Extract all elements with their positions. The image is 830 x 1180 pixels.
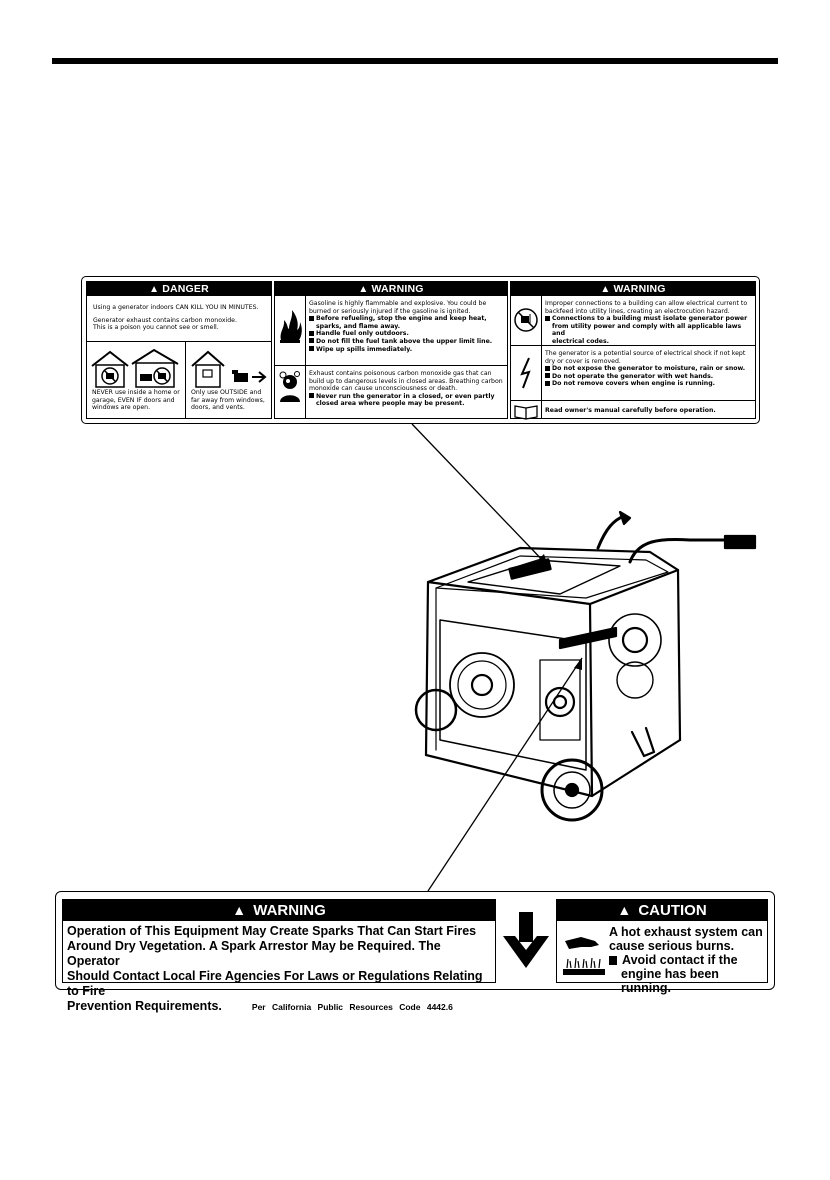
spark-warning-box: ▲ WARNING Operation of This Equipment Ma… [62, 899, 496, 1013]
no-indoor-house-icon [91, 348, 179, 388]
lower-decal: ▲ WARNING Operation of This Equipment Ma… [55, 891, 775, 1013]
fuel-intro-text: Gasoline is highly flammable and explosi… [309, 300, 487, 315]
warning-triangle-icon: ▲ [149, 284, 160, 295]
generator-illustration [414, 510, 757, 822]
gas-mask-icon [279, 371, 300, 402]
outside-only-caption: Only use OUTSIDE and far away from windo… [191, 389, 265, 412]
flame-icon [280, 310, 302, 343]
caution-box: ▲ CAUTION A hot exhaust system can cause… [556, 899, 768, 995]
warning-triangle-icon: ▲ [600, 284, 611, 295]
outdoor-house-icon [191, 350, 267, 388]
upper-decal: ▲DANGER Using a generator indoors CAN KI… [81, 276, 760, 424]
spark-warning-header: ▲ WARNING [63, 900, 495, 921]
no-backfeed-icon [514, 308, 538, 332]
electrical-warning-panel: ▲WARNING Improper connections to a build… [510, 281, 756, 420]
danger-intro: Using a generator indoors CAN KILL YOU I… [93, 304, 259, 332]
manual-text: Read owner's manual carefully before ope… [545, 407, 716, 414]
caution-header: ▲ CAUTION [557, 900, 767, 921]
header-rule [52, 58, 778, 64]
caution-text: A hot exhaust system can cause serious b… [609, 925, 763, 995]
danger-header: ▲DANGER [87, 282, 271, 296]
down-arrow-icon [503, 912, 549, 968]
spark-warning-text: Operation of This Equipment May Create S… [67, 924, 483, 1013]
warning-triangle-icon: ▲ [232, 902, 247, 918]
connection-intro-text: Improper connections to a building can a… [545, 300, 748, 315]
hot-surface-hand-icon [563, 937, 605, 975]
book-icon [514, 405, 538, 420]
warning-header-1: ▲WARNING [275, 282, 507, 296]
never-indoors-caption: NEVER use inside a home or garage, EVEN … [92, 389, 180, 412]
warning-triangle-icon: ▲ [617, 902, 632, 918]
warning-triangle-icon: ▲ [358, 284, 369, 295]
fuel-co-warning-panel: ▲WARNING Gasoline is highly flammable an… [274, 281, 508, 419]
co-intro-text: Exhaust contains poisonous carbon monoxi… [309, 370, 503, 393]
code-reference: Per California Public Resources Code 444… [251, 1002, 453, 1012]
lightning-icon [520, 357, 531, 389]
warning-header-2: ▲WARNING [511, 282, 755, 296]
danger-panel: ▲DANGER Using a generator indoors CAN KI… [86, 281, 272, 419]
shock-intro-text: The generator is a potential source of e… [545, 350, 746, 365]
